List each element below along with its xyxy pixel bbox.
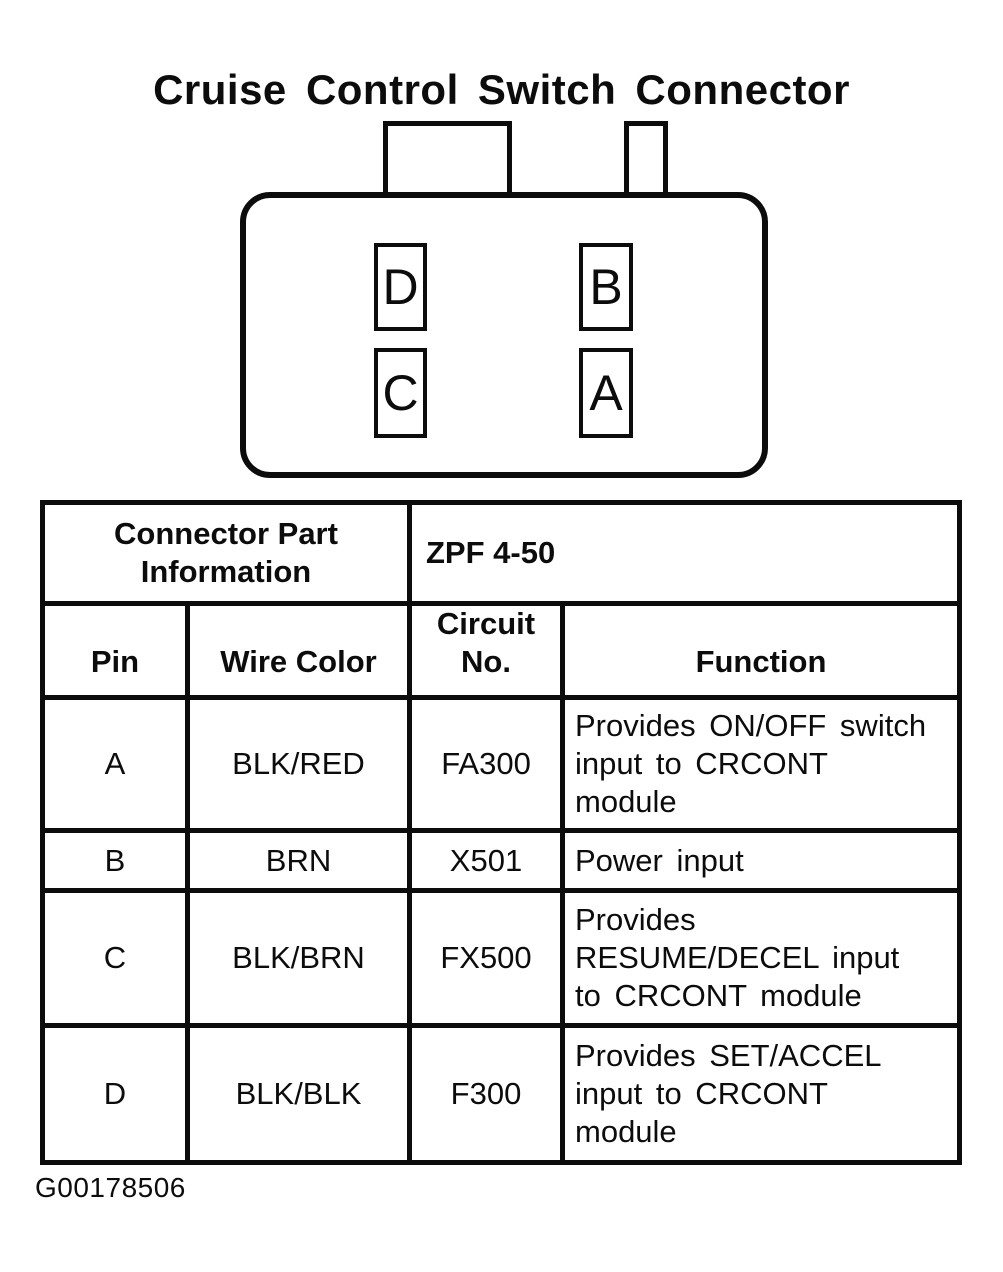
row-c-circuit-no: FX500 xyxy=(412,893,560,1023)
pin-label-b: B xyxy=(589,259,623,315)
connector-body xyxy=(240,192,768,478)
row-d-circuit-no: F300 xyxy=(412,1028,560,1160)
pin-label-d: D xyxy=(382,259,419,315)
part-number-cell: ZPF 4-50 xyxy=(412,505,957,601)
pinout-table: Connector Part Information ZPF 4-50 Pin … xyxy=(40,500,962,1165)
column-header-function: Function xyxy=(565,606,957,695)
row-a-function: Provides ON/OFF switch input to CRCONT m… xyxy=(565,700,957,828)
row-c-function: Provides RESUME/DECEL input to CRCONT mo… xyxy=(565,893,957,1023)
row-c-pin: C xyxy=(45,893,185,1023)
column-header-circuit-no: Circuit No. xyxy=(412,606,560,695)
row-a-wire-color: BLK/RED xyxy=(190,700,407,828)
pin-box-b: B xyxy=(579,243,633,331)
row-d-wire-color: BLK/BLK xyxy=(190,1028,407,1160)
pin-label-c: C xyxy=(382,365,419,421)
row-b-pin: B xyxy=(45,833,185,888)
row-d-pin: D xyxy=(45,1028,185,1160)
page-title: Cruise Control Switch Connector xyxy=(153,66,850,113)
pin-box-c: C xyxy=(374,348,427,438)
row-b-circuit-no: X501 xyxy=(412,833,560,888)
part-info-header: Connector Part Information xyxy=(45,505,407,601)
figure-id: G00178506 xyxy=(35,1172,186,1203)
row-a-circuit-no: FA300 xyxy=(412,700,560,828)
row-a-pin: A xyxy=(45,700,185,828)
column-header-wire-color: Wire Color xyxy=(190,606,407,695)
pin-label-a: A xyxy=(589,365,623,421)
row-b-function: Power input xyxy=(565,833,957,888)
row-c-wire-color: BLK/BRN xyxy=(190,893,407,1023)
connector-key-tab-wide xyxy=(383,121,512,198)
column-header-pin: Pin xyxy=(45,606,185,695)
row-d-function: Provides SET/ACCEL input to CRCONT modul… xyxy=(565,1028,957,1160)
connector-key-tab-narrow xyxy=(624,121,668,198)
pin-box-d: D xyxy=(374,243,427,331)
pin-box-a: A xyxy=(579,348,633,438)
row-b-wire-color: BRN xyxy=(190,833,407,888)
